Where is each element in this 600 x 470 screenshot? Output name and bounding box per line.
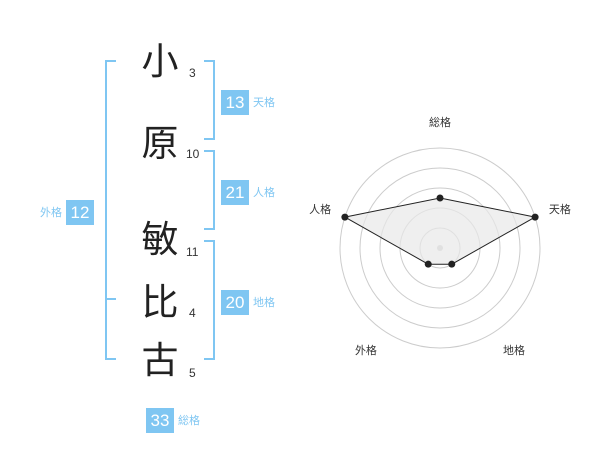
gaikaku-value: 12 [66, 200, 94, 225]
name-char-2: 原 [141, 122, 179, 165]
radar-point-3 [448, 260, 456, 268]
stroke-count-2: 10 [186, 147, 200, 161]
tenkaku-value: 13 [221, 90, 249, 115]
radar-area [343, 197, 537, 265]
radar-point-1 [436, 194, 444, 202]
tenkaku-label: 天格 [253, 95, 275, 109]
stroke-count-1: 3 [189, 66, 196, 80]
soukaku-label: 総格 [178, 413, 200, 427]
name-char-3: 敏 [141, 218, 179, 261]
name-char-4: 比 [141, 281, 179, 324]
radar-plot [341, 194, 539, 268]
radar-axis-label-3: 地格 [503, 343, 525, 357]
radar-point-2 [531, 213, 539, 221]
chikaku-badge: 20 地格 [221, 290, 275, 315]
jinkaku-badge: 21 人格 [221, 180, 275, 205]
name-char-1: 小 [141, 40, 179, 83]
radar-grid-ring-2 [359, 167, 521, 329]
stroke-count-5: 5 [189, 366, 196, 380]
soukaku-value: 33 [146, 408, 174, 433]
radar-axis-label-4: 外格 [355, 343, 377, 357]
radar-axis-label-2: 天格 [549, 202, 571, 216]
gaikaku-badge: 外格 12 [40, 200, 94, 225]
tenkaku-badge: 13 天格 [221, 90, 275, 115]
radar-point-4 [424, 260, 432, 268]
radar-axis-label-5: 人格 [309, 202, 331, 216]
soukaku-badge: 33 総格 [146, 408, 200, 433]
radar-axis-label-1: 総格 [429, 115, 451, 129]
radar-grid-ring-3 [379, 187, 501, 309]
radar-point-5 [341, 213, 349, 221]
gaikaku-label: 外格 [40, 205, 62, 219]
jinkaku-value: 21 [221, 180, 249, 205]
chikaku-label: 地格 [253, 295, 275, 309]
name-char-5: 古 [141, 339, 179, 382]
stroke-count-3: 11 [186, 245, 199, 259]
jinkaku-label: 人格 [253, 185, 275, 199]
chikaku-value: 20 [221, 290, 249, 315]
radar-grid-ring-1 [339, 147, 541, 349]
stroke-count-4: 4 [189, 306, 196, 320]
